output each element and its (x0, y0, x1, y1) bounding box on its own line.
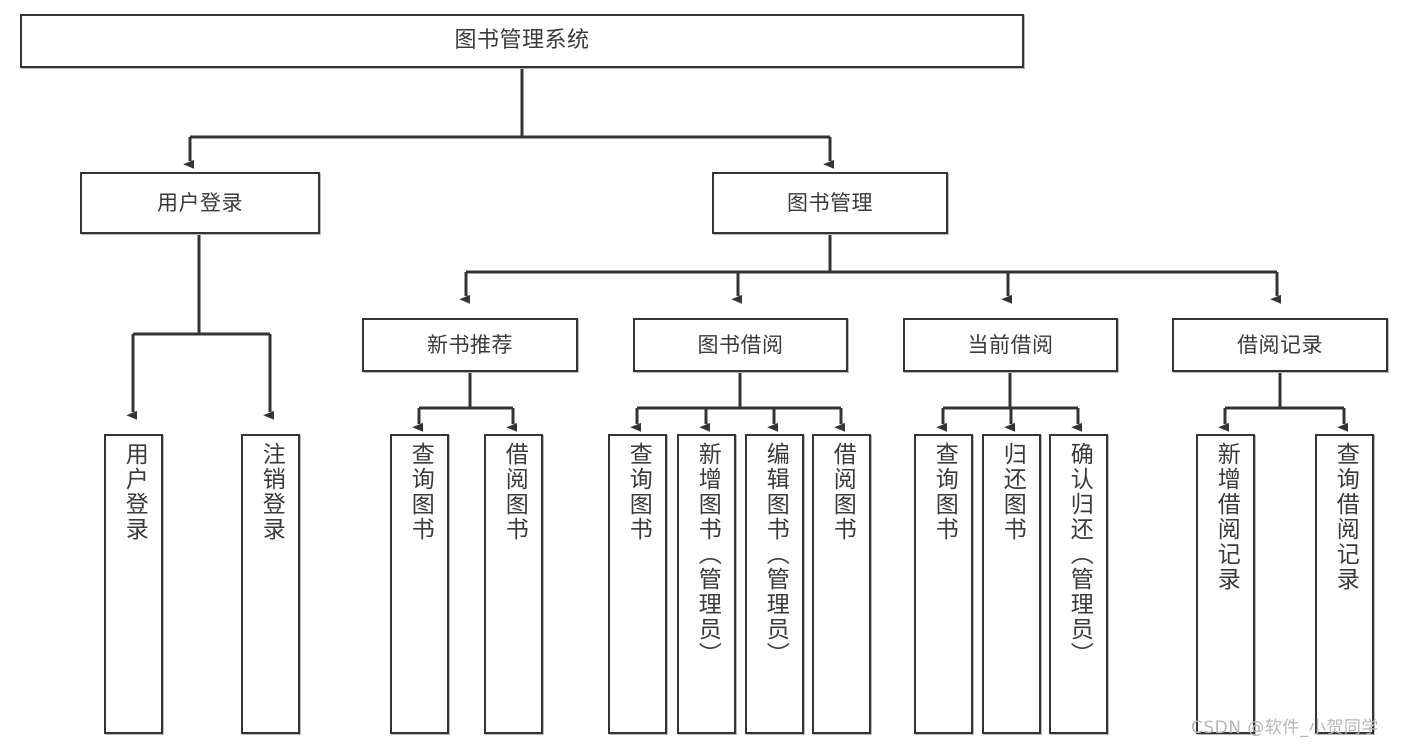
node-label: 确认归还（管理员） (1066, 442, 1093, 667)
node-label: 归还图书 (999, 442, 1026, 542)
node-leaf-borrow-book-1[interactable]: 借阅图书 (484, 434, 543, 734)
node-label: 借阅图书 (501, 442, 528, 542)
node-label: 注销登录 (258, 442, 285, 542)
node-leaf-user-login[interactable]: 用户登录 (104, 434, 163, 734)
watermark-text: CSDN @软件_小贺同学 (1191, 718, 1379, 738)
node-label: 新增图书（管理员） (694, 442, 721, 667)
node-leaf-query-book-2[interactable]: 查询图书 (608, 434, 667, 734)
node-leaf-query-book-3[interactable]: 查询图书 (914, 434, 973, 734)
node-current-borrow[interactable]: 当前借阅 (903, 318, 1118, 372)
node-label: 图书管理 (787, 190, 873, 215)
node-book-borrow[interactable]: 图书借阅 (633, 318, 848, 372)
node-label: 查询图书 (931, 442, 958, 542)
node-new-book-recommend[interactable]: 新书推荐 (362, 318, 578, 372)
node-book-manage[interactable]: 图书管理 (712, 172, 948, 234)
node-leaf-query-book-1[interactable]: 查询图书 (390, 434, 449, 734)
node-label: 借阅图书 (829, 442, 856, 542)
node-leaf-edit-book[interactable]: 编辑图书（管理员） (745, 434, 804, 734)
node-label: 当前借阅 (967, 332, 1054, 357)
node-leaf-borrow-book-2[interactable]: 借阅图书 (812, 434, 871, 734)
node-label: 查询借阅记录 (1332, 442, 1359, 592)
node-label: 用户登录 (157, 190, 243, 215)
node-label: 图书管理系统 (454, 28, 590, 54)
node-root-system[interactable]: 图书管理系统 (20, 14, 1024, 68)
node-leaf-query-record[interactable]: 查询借阅记录 (1315, 434, 1374, 734)
node-label: 查询图书 (625, 442, 652, 542)
node-leaf-return-book[interactable]: 归还图书 (982, 434, 1041, 734)
node-label: 编辑图书（管理员） (762, 442, 789, 667)
node-leaf-add-record[interactable]: 新增借阅记录 (1196, 434, 1255, 734)
node-label: 用户登录 (121, 442, 148, 542)
node-leaf-confirm-return[interactable]: 确认归还（管理员） (1049, 434, 1108, 734)
node-label: 借阅记录 (1237, 332, 1323, 357)
node-borrow-record[interactable]: 借阅记录 (1172, 318, 1388, 372)
node-label: 新增借阅记录 (1213, 442, 1240, 592)
node-label: 图书借阅 (697, 332, 784, 357)
node-leaf-add-book[interactable]: 新增图书（管理员） (677, 434, 736, 734)
node-user-login[interactable]: 用户登录 (80, 172, 320, 234)
node-leaf-logout[interactable]: 注销登录 (241, 434, 300, 734)
node-label: 查询图书 (407, 442, 434, 542)
node-label: 新书推荐 (427, 332, 513, 357)
